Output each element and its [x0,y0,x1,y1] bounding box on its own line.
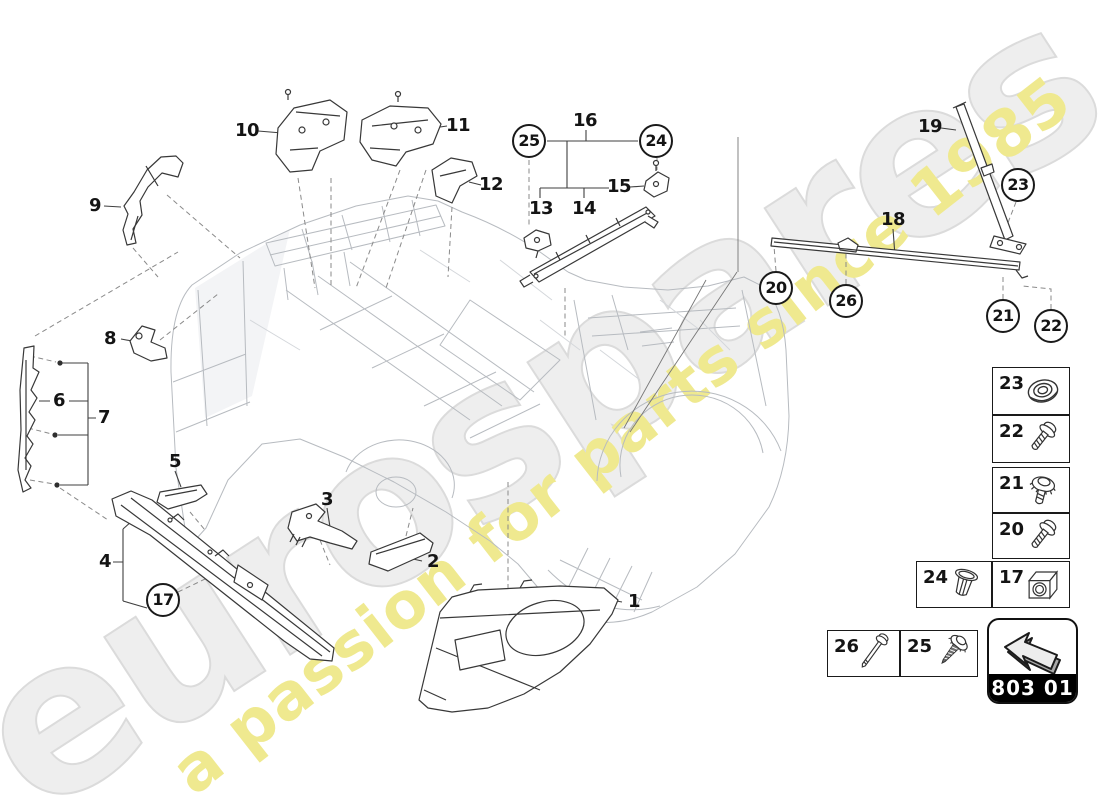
part-6-reinforcement-strip [17,345,40,493]
part-1-underbody-panel [418,579,619,713]
part-15-clip [643,159,670,198]
legend-box-number: 20 [999,519,1025,540]
part-label-18: 18 [880,209,906,230]
exploded-parts [17,88,1029,713]
part-8-bracket [129,325,168,362]
part-callout-circled-26: 26 [829,284,863,318]
part-label-5: 5 [168,451,182,472]
part-label-4: 4 [98,551,112,572]
part-label-13: 13 [528,198,554,219]
car-body-sketch [170,195,790,623]
legend-box-number: 22 [999,421,1025,442]
flange-bolt-icon [1017,417,1069,461]
part-label-8: 8 [103,328,117,349]
part-label-1: 1 [627,591,641,612]
self-tapping-screw-icon [925,632,977,676]
flange-bolt-icon [1017,515,1069,559]
legend-box-number: 24 [923,567,949,588]
part-callout-circled-22: 22 [1034,309,1068,343]
cage-nut-icon [1017,563,1069,607]
part-label-10: 10 [234,120,260,141]
legend-box-17: 17 [992,561,1070,608]
part-label-15: 15 [606,176,632,197]
legend-box-26: 26 [827,630,900,677]
part-10-bracket [275,88,348,173]
part-callout-circled-21: 21 [986,299,1020,333]
part-label-7: 7 [97,407,111,428]
legend-box-20: 20 [992,513,1070,559]
legend-box-number: 21 [999,473,1025,494]
part-label-3: 3 [320,489,334,510]
part-11-bracket [359,90,442,167]
legend-box-number: 23 [999,373,1025,394]
part-callout-circled-25: 25 [512,124,546,158]
legend-box-number: 17 [999,567,1025,588]
part-label-16: 16 [572,110,598,131]
fastener-dots [52,360,63,488]
long-bolt-icon [847,632,899,676]
legend-box-22: 22 [992,415,1070,463]
part-label-2: 2 [426,551,440,572]
part-14-rail [519,206,659,288]
section-code-text: 803 01 [991,676,1074,700]
part-12-bracket [431,157,478,204]
part-9-bracket [122,155,184,246]
expansion-rivet-icon [939,563,991,607]
part-19-strut [952,101,1027,255]
legend-box-number: 26 [834,636,860,657]
legend-box-24: 24 [916,561,992,608]
part-2-plate [368,532,434,572]
part-label-12: 12 [478,174,504,195]
part-label-11: 11 [445,115,471,136]
legend-box-21: 21 [992,467,1070,513]
grommet-icon [1017,369,1069,413]
legend-box-23: 23 [992,367,1070,415]
part-callout-circled-23: 23 [1001,168,1035,202]
part-callout-circled-20: 20 [759,271,793,305]
part-label-14: 14 [571,198,597,219]
serrated-flange-bolt-icon [1017,469,1069,513]
direction-arrow-icon [989,620,1076,675]
section-code-band: 803 01 [989,674,1076,702]
part-callout-circled-17: 17 [146,583,180,617]
part-18-cross-brace [770,237,1029,279]
part-4-rocker-sill [111,490,335,662]
legend-box-number: 25 [907,636,933,657]
section-code-box: 803 01 [987,618,1078,704]
part-label-9: 9 [88,195,102,216]
legend-box-25: 25 [900,630,978,677]
part-label-19: 19 [917,116,943,137]
part-13-clip [523,229,552,259]
part-label-6: 6 [52,390,66,411]
part-3-bracket [287,503,358,550]
part-5-strip [156,484,208,510]
leader-lines-dashed [27,158,1052,593]
part-callout-circled-24: 24 [639,124,673,158]
